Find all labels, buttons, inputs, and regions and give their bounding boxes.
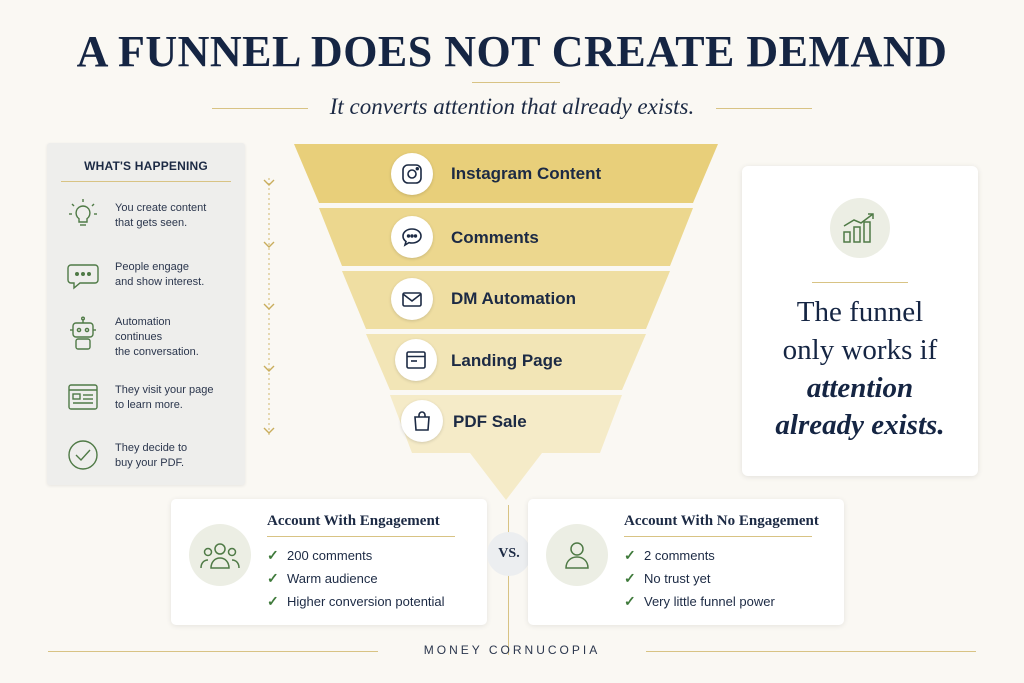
panel-heading: WHAT'S HAPPENING (84, 159, 208, 173)
check-icon: ✓ (267, 547, 279, 563)
message-line-2: only works if (782, 334, 938, 366)
check-circle-icon (63, 435, 103, 475)
envelope-icon (391, 278, 433, 320)
funnel-label-dm-automation: DM Automation (451, 289, 576, 308)
page-title: A FUNNEL DOES NOT CREATE DEMAND (76, 27, 948, 76)
engagement-item: ✓ Warm audience (267, 570, 378, 587)
engagement-item-text: Warm audience (287, 571, 378, 586)
no-engagement-item: ✓ No trust yet (624, 570, 710, 587)
no-engagement-item: ✓ 2 comments (624, 547, 715, 564)
step-4-line-1: They visit your page (115, 384, 214, 396)
subtitle-divider-left (212, 108, 308, 109)
growth-chart-icon (830, 198, 890, 258)
group-users-icon (189, 524, 251, 586)
conversion-funnel (294, 144, 718, 500)
browser-window-icon (395, 339, 437, 381)
step-2-text: People engage and show interest. (115, 260, 240, 290)
step-5-line-1: They decide to (115, 442, 188, 454)
step-3-line-3: the conversation. (115, 346, 199, 358)
flow-arrow-rail (263, 178, 275, 438)
chat-bubble-icon (63, 255, 103, 295)
title-divider (472, 82, 560, 83)
no-engagement-card-title: Account With No Engagement (624, 513, 819, 529)
engagement-card-title: Account With Engagement (267, 513, 440, 529)
check-icon: ✓ (624, 570, 636, 586)
shopping-bag-icon (401, 400, 443, 442)
engagement-item-text: 200 comments (287, 548, 373, 563)
check-icon: ✓ (267, 593, 279, 609)
funnel-stage-4 (366, 334, 646, 390)
message-line-1: The funnel (796, 296, 924, 328)
footer-divider-left (48, 651, 378, 652)
comparison-divider (508, 505, 509, 655)
message-line-3: attention (806, 372, 914, 404)
funnel-label-instagram: Instagram Content (451, 164, 602, 183)
comment-icon (391, 216, 433, 258)
page-subtitle: It converts attention that already exist… (329, 94, 695, 119)
robot-icon (63, 315, 103, 355)
check-icon: ✓ (267, 570, 279, 586)
funnel-label-pdf-sale: PDF Sale (453, 412, 527, 431)
funnel-label-comments: Comments (451, 228, 539, 247)
no-engagement-item-text: Very little funnel power (644, 594, 775, 609)
funnel-stage-5 (390, 395, 622, 500)
whats-happening-panel: WHAT'S HAPPENING You create content that… (47, 143, 245, 485)
card-divider (812, 282, 908, 283)
engagement-card: Account With Engagement ✓ 200 comments ✓ W… (171, 499, 487, 625)
engagement-card-divider (267, 536, 455, 537)
step-4-line-2: to learn more. (115, 399, 183, 411)
step-2-line-2: and show interest. (115, 276, 205, 288)
subtitle-divider-right (716, 108, 812, 109)
step-4-text: They visit your page to learn more. (115, 383, 240, 413)
message-line-4: already exists. (775, 409, 945, 441)
step-3-line-1: Automation (115, 316, 171, 328)
instagram-icon (391, 153, 433, 195)
engagement-item: ✓ 200 comments (267, 547, 372, 564)
versus-badge: VS. (487, 532, 531, 576)
no-engagement-card-divider (624, 536, 812, 537)
step-3-text: Automation continues the conversation. (115, 315, 240, 360)
no-engagement-card: Account With No Engagement ✓ 2 comments ✓… (528, 499, 844, 625)
engagement-item-text: Higher conversion potential (287, 594, 445, 609)
brand-footer: MONEY CORNUCOPIA (423, 643, 601, 657)
webpage-icon (63, 377, 103, 417)
funnel-label-landing-page: Landing Page (451, 351, 563, 370)
step-1-line-2: that gets seen. (115, 217, 188, 229)
step-3-line-2: continues (115, 331, 163, 343)
step-1-line-1: You create content (115, 202, 207, 214)
footer-divider-right (646, 651, 976, 652)
no-engagement-item: ✓ Very little funnel power (624, 593, 775, 610)
lightbulb-icon (63, 195, 103, 235)
panel-heading-divider (61, 181, 231, 182)
check-icon: ✓ (624, 547, 636, 563)
step-5-line-2: buy your PDF. (115, 457, 185, 469)
step-5-text: They decide to buy your PDF. (115, 441, 240, 471)
check-icon: ✓ (624, 593, 636, 609)
no-engagement-item-text: No trust yet (644, 571, 711, 586)
no-engagement-item-text: 2 comments (644, 548, 715, 563)
key-message-card: The funnel only works if attention alrea… (742, 166, 978, 476)
step-1-text: You create content that gets seen. (115, 201, 240, 231)
engagement-item: ✓ Higher conversion potential (267, 593, 445, 610)
single-user-icon (546, 524, 608, 586)
step-2-line-1: People engage (115, 261, 190, 273)
